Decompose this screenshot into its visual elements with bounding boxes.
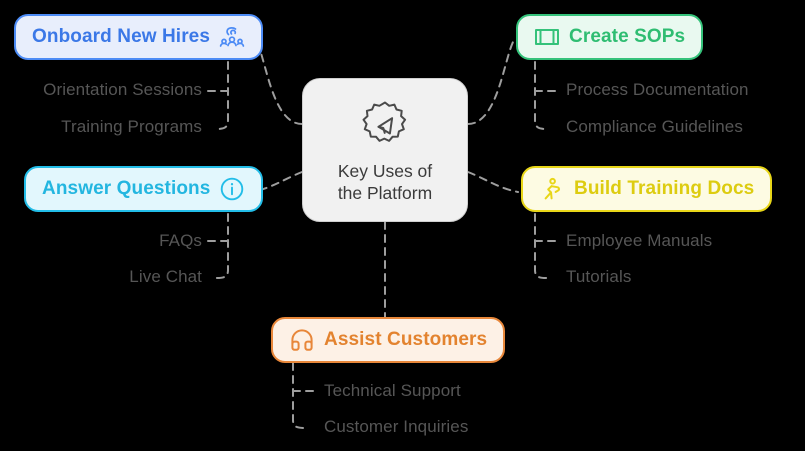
branch-node-create-sops[interactable]: Create SOPs bbox=[516, 14, 704, 60]
central-node-title: Key Uses of the Platform bbox=[337, 160, 433, 203]
sub-item-faqs[interactable]: FAQs bbox=[159, 231, 202, 250]
sub-item-employee-manuals[interactable]: Employee Manuals bbox=[566, 231, 713, 250]
sub-item-tutorials[interactable]: Tutorials bbox=[566, 267, 632, 286]
users-group-icon bbox=[219, 24, 245, 50]
edge-center-build bbox=[467, 171, 519, 193]
edge-sops-subs bbox=[534, 61, 548, 130]
branch-label-answer-questions: Answer Questions bbox=[42, 178, 211, 199]
edge-center-onboard bbox=[255, 39, 303, 125]
branch-label-onboard-new-hires: Onboard New Hires bbox=[32, 26, 211, 47]
sub-item-process-documentation[interactable]: Process Documentation bbox=[566, 80, 749, 99]
branch-node-build-training-docs[interactable]: Build Training Docs bbox=[521, 166, 773, 212]
branch-label-assist-customers: Assist Customers bbox=[324, 329, 488, 350]
edge-build-subs bbox=[534, 213, 548, 279]
central-node[interactable]: Key Uses of the Platform bbox=[302, 78, 468, 222]
sub-item-training-programs[interactable]: Training Programs bbox=[61, 117, 202, 136]
sub-item-orientation-sessions[interactable]: Orientation Sessions bbox=[43, 80, 202, 99]
sub-item-compliance-guidelines[interactable]: Compliance Guidelines bbox=[566, 117, 743, 136]
branch-node-answer-questions[interactable]: Answer Questions bbox=[24, 166, 264, 212]
branch-node-onboard-new-hires[interactable]: Onboard New Hires bbox=[14, 14, 264, 60]
edge-onboard-subs bbox=[215, 61, 229, 130]
presentation-board-icon bbox=[534, 24, 560, 50]
info-circle-icon bbox=[219, 176, 245, 202]
sub-item-customer-inquiries[interactable]: Customer Inquiries bbox=[324, 417, 469, 436]
edge-assist-subs bbox=[292, 362, 306, 429]
sub-item-technical-support[interactable]: Technical Support bbox=[324, 381, 461, 400]
branch-label-create-sops: Create SOPs bbox=[569, 26, 686, 47]
branch-node-assist-customers[interactable]: Assist Customers bbox=[271, 317, 506, 363]
sub-item-live-chat[interactable]: Live Chat bbox=[129, 267, 202, 286]
edge-answer-subs bbox=[215, 213, 229, 279]
branch-label-build-training-docs: Build Training Docs bbox=[574, 178, 755, 199]
running-person-icon bbox=[539, 176, 565, 202]
headphones-icon bbox=[289, 327, 315, 353]
edge-center-sops bbox=[467, 39, 515, 125]
gear-megaphone-icon bbox=[357, 96, 413, 152]
